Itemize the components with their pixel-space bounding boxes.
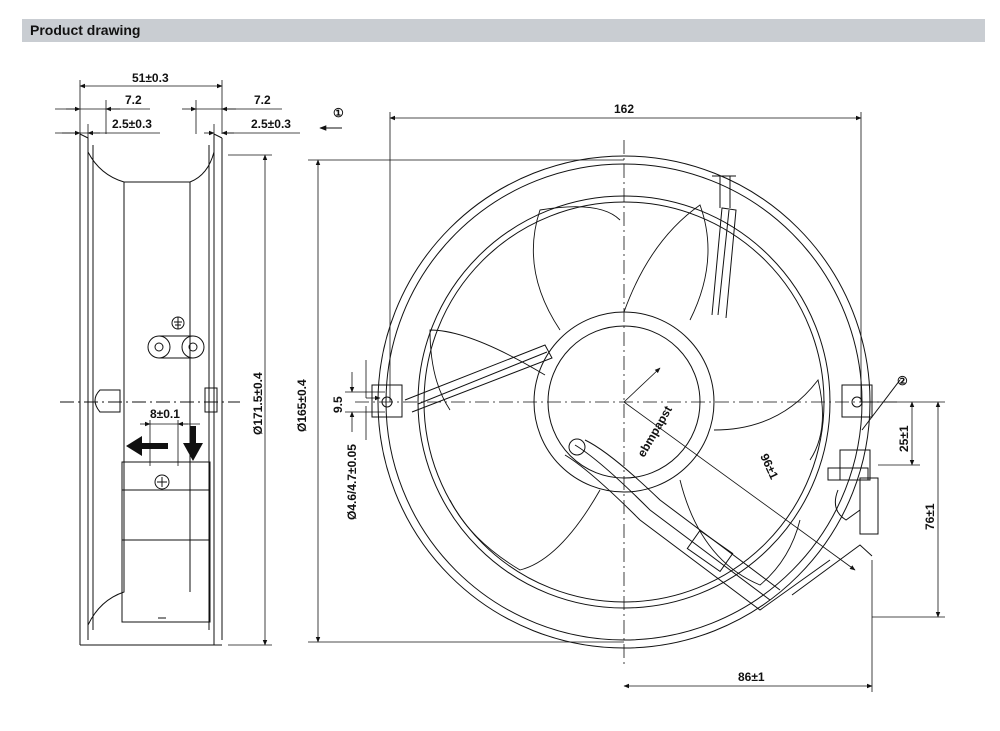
- dim-front-width: 162: [614, 102, 634, 116]
- section-title: Product drawing: [30, 22, 141, 38]
- rotation-direction-arrow-icon: [183, 426, 203, 461]
- front-centerlines: [355, 140, 900, 668]
- terminal-assembly: [791, 379, 901, 596]
- mounting-hole-right: [841, 384, 873, 418]
- dim-hole-pitch: 9.5: [331, 396, 345, 413]
- dim-side-height: Ø171.5±0.4: [251, 372, 265, 435]
- dim-cable-offset-x: 86±1: [738, 670, 765, 684]
- dim-cable-offset-y2: 76±1: [923, 503, 937, 530]
- dim-right-rim: 2.5±0.3: [251, 117, 291, 131]
- flow-direction-arrow-icon: [126, 436, 168, 456]
- front-view: [308, 112, 945, 692]
- callout-two: ②: [897, 374, 908, 388]
- side-mount-tab: [204, 387, 218, 413]
- dim-arrow-spacing: 8±0.1: [150, 407, 180, 421]
- side-hub-bump: [94, 389, 121, 413]
- frame-struts: [404, 175, 737, 413]
- callout-one: ①: [333, 106, 344, 120]
- dim-hole-diameter: Ø4.6/4.7±0.05: [345, 444, 359, 520]
- dim-right-flange: 7.2: [254, 93, 271, 107]
- cable-route: [564, 438, 831, 611]
- dim-radius: 96±1: [757, 451, 781, 481]
- side-view: [55, 80, 300, 646]
- earth-ground-icon: [147, 316, 205, 359]
- dim-left-rim: 2.5±0.3: [112, 117, 152, 131]
- front-dimension-lines: [308, 112, 945, 692]
- side-terminal-box: [121, 461, 211, 623]
- dim-left-flange: 7.2: [125, 93, 142, 107]
- dim-front-diameter: Ø165±0.4: [295, 379, 309, 432]
- dim-overall-depth: 51±0.3: [132, 71, 169, 85]
- hub-label: ebmpapst: [634, 403, 674, 459]
- dim-cable-offset-y: 25±1: [897, 425, 911, 452]
- side-dimension-lines: [55, 80, 300, 646]
- fan-blades: [429, 204, 823, 586]
- section-header-bar: Product drawing: [22, 19, 985, 42]
